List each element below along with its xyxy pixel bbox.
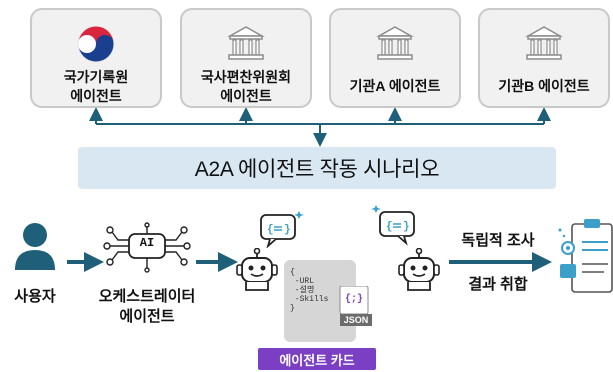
agent-label-line1: 기관A 에이전트 (349, 78, 441, 94)
json-icon-text: {;} (344, 294, 363, 305)
agent-label-line2: 에이전트 (70, 88, 122, 104)
institution-building-icon (375, 24, 415, 67)
agent-box-institution-b: 기관B 에이전트 (478, 8, 610, 108)
ai-chip-icon (102, 222, 192, 281)
institution-building-icon (226, 24, 266, 67)
robot-agent-icon (396, 247, 442, 299)
svg-text:}: } (284, 224, 291, 236)
orchestrator-label-line1: 오케스트레이터 (98, 288, 196, 305)
svg-text:{: { (267, 224, 274, 236)
svg-text:}: } (403, 221, 410, 233)
agent-box-national-archives: 국가기록원 에이전트 (30, 8, 162, 108)
agent-card-code: { -URL -설명 -Skills } (290, 268, 329, 313)
agent-label-line1: 국사편찬위원회 (200, 69, 292, 85)
report-clipboard-icon (556, 214, 613, 299)
ai-chip-text: AI (139, 236, 155, 250)
step-aggregate-results: 결과 취합 (468, 276, 528, 293)
agent-box-institution-a: 기관A 에이전트 (329, 8, 461, 108)
speech-bubble-icon: { } (370, 204, 420, 251)
json-badge: JSON (340, 314, 372, 326)
agent-label-line2: 에이전트 (220, 88, 272, 104)
scenario-title: A2A 에이전트 작동 시나리오 (78, 147, 556, 189)
svg-text:{: { (386, 221, 393, 233)
orchestrator-label-line2: 에이전트 (119, 308, 175, 325)
agent-box-history-committee: 국사편찬위원회 에이전트 (180, 8, 312, 108)
speech-bubble-icon: { } (258, 210, 306, 253)
user-icon (12, 222, 58, 277)
institution-building-icon (524, 24, 564, 67)
agent-card-badge: 에이전트 카드 (258, 348, 376, 370)
agent-label-line1: 국가기록원 (63, 69, 129, 85)
step-independent-research: 독립적 조사 (461, 232, 535, 249)
agent-label-line1: 기관B 에이전트 (498, 78, 590, 94)
government-emblem-icon (76, 24, 116, 69)
robot-agent-icon (234, 247, 280, 299)
user-label: 사용자 (14, 288, 56, 305)
